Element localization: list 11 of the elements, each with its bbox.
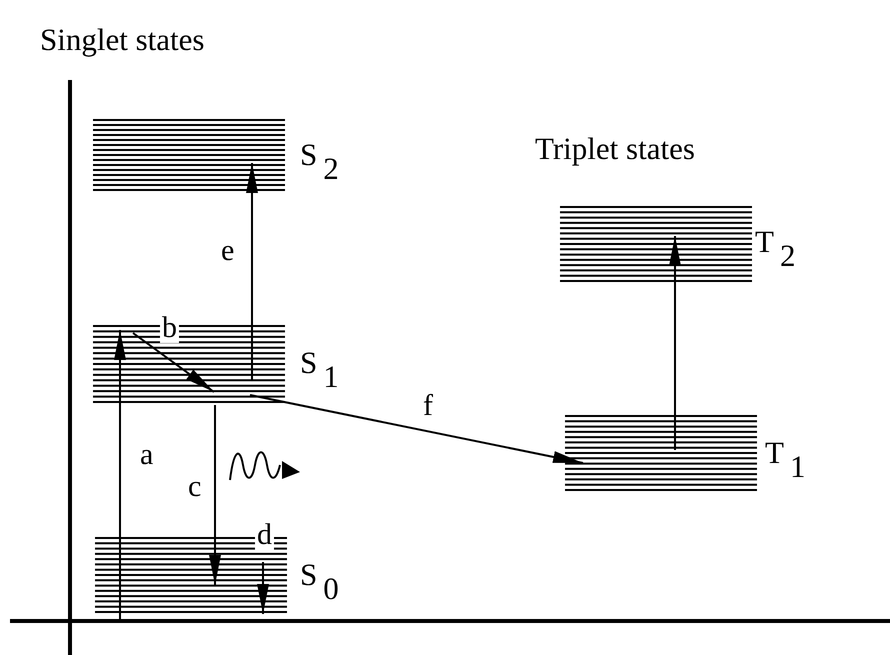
edge-label: b (160, 313, 179, 343)
arrow (132, 332, 215, 393)
arrow (669, 236, 681, 450)
group-heading: Triplet states (535, 133, 695, 164)
arrow (209, 405, 221, 585)
group-heading: Singlet states (40, 24, 204, 55)
arrow (250, 394, 584, 464)
arrow (114, 330, 126, 620)
edge-label: d (255, 520, 274, 550)
arrow (246, 163, 258, 380)
arrow (257, 562, 269, 614)
